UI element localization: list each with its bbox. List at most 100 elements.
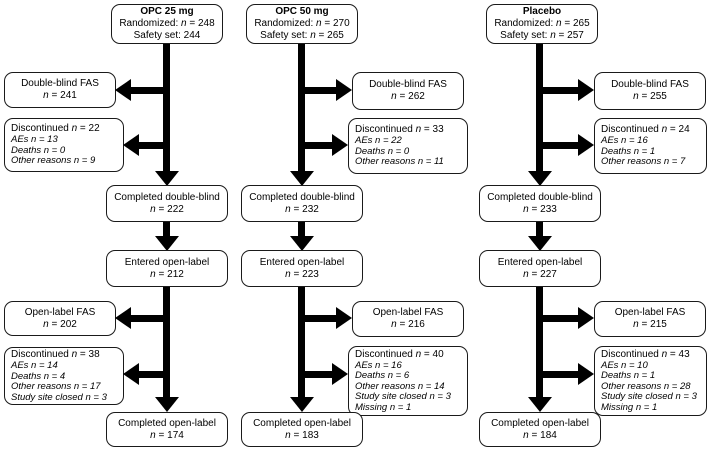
box-label: Entered open-label bbox=[259, 256, 345, 268]
box-n: n = 183 bbox=[285, 429, 319, 441]
flow-line-down bbox=[536, 44, 543, 171]
branch-arrow-shaft bbox=[540, 371, 578, 378]
discontinued-detail: Other reasons n = 9 bbox=[11, 155, 96, 167]
discontinued-detail: AEs n = 22 bbox=[355, 135, 402, 147]
discontinued-detail: AEs n = 14 bbox=[11, 360, 58, 371]
arm-box-placebo: Placebo Randomized: n = 265 Safety set: … bbox=[486, 4, 598, 44]
box-label: Completed double-blind bbox=[249, 191, 355, 203]
box-n: n = 222 bbox=[150, 203, 184, 215]
discontinued-detail: Study site closed n = 3 bbox=[601, 391, 697, 403]
branch-arrow-shaft bbox=[302, 87, 336, 94]
down-arrowhead bbox=[528, 397, 552, 412]
discontinued-detail: Other reasons n = 7 bbox=[601, 156, 686, 168]
branch-arrow-shaft bbox=[302, 371, 332, 378]
completed-open-label-box: Completed open-label n = 183 bbox=[241, 412, 363, 447]
box-label: Double-blind FAS bbox=[611, 79, 689, 90]
randomized-count: Randomized: n = 270 bbox=[254, 18, 350, 29]
flow-line-down bbox=[536, 222, 543, 236]
left-arrowhead bbox=[123, 363, 139, 385]
down-arrowhead bbox=[290, 236, 314, 251]
discontinued-title: Discontinued n = 24 bbox=[601, 124, 690, 136]
left-arrowhead bbox=[115, 79, 131, 101]
randomized-count: Randomized: n = 248 bbox=[119, 18, 215, 29]
discontinued-detail: AEs n = 16 bbox=[601, 135, 648, 147]
right-arrowhead bbox=[336, 79, 352, 101]
branch-arrow-shaft bbox=[131, 87, 167, 94]
discontinued-double-blind-box: Discontinued n = 24 AEs n = 16 Deaths n … bbox=[594, 118, 707, 174]
discontinued-detail: AEs n = 16 bbox=[355, 359, 402, 371]
double-blind-fas-box: Double-blind FAS n = 255 bbox=[594, 72, 706, 110]
box-n: n = 223 bbox=[285, 268, 319, 280]
right-arrowhead bbox=[332, 134, 348, 156]
box-n: n = 255 bbox=[633, 91, 667, 102]
double-blind-fas-box: Double-blind FAS n = 241 bbox=[4, 72, 116, 108]
flow-line-down bbox=[298, 287, 305, 398]
box-n: n = 184 bbox=[523, 429, 557, 441]
discontinued-detail: Deaths n = 0 bbox=[355, 145, 410, 157]
down-arrowhead bbox=[528, 171, 552, 186]
right-arrowhead bbox=[336, 307, 352, 329]
arm-title: Placebo bbox=[522, 6, 562, 17]
left-arrowhead bbox=[115, 307, 131, 329]
discontinued-detail: AEs n = 13 bbox=[11, 134, 58, 146]
branch-arrow-shaft bbox=[302, 142, 332, 149]
discontinued-detail: Deaths n = 1 bbox=[601, 370, 656, 382]
flow-line-down bbox=[536, 287, 543, 398]
arm-title: OPC 50 mg bbox=[275, 6, 329, 17]
right-arrowhead bbox=[578, 79, 594, 101]
discontinued-title: Discontinued n = 33 bbox=[355, 124, 444, 136]
down-arrowhead bbox=[155, 397, 179, 412]
discontinued-detail: Other reasons n = 14 bbox=[355, 380, 445, 392]
branch-arrow-shaft bbox=[139, 142, 167, 149]
right-arrowhead bbox=[578, 363, 594, 385]
box-n: n = 227 bbox=[523, 268, 557, 280]
box-n: n = 241 bbox=[43, 90, 77, 101]
arm-box-opc-50mg: OPC 50 mg Randomized: n = 270 Safety set… bbox=[246, 4, 358, 44]
discontinued-detail: Deaths n = 0 bbox=[11, 144, 66, 156]
double-blind-fas-box: Double-blind FAS n = 262 bbox=[352, 72, 464, 110]
box-label: Open-label FAS bbox=[372, 307, 444, 318]
discontinued-detail: Other reasons n = 11 bbox=[355, 156, 444, 168]
completed-double-blind-box: Completed double-blind n = 233 bbox=[479, 185, 601, 222]
discontinued-open-label-box: Discontinued n = 40 AEs n = 16 Deaths n … bbox=[348, 346, 468, 416]
box-n: n = 212 bbox=[150, 268, 184, 280]
discontinued-title: Discontinued n = 38 bbox=[11, 349, 100, 360]
discontinued-title: Discontinued n = 40 bbox=[355, 348, 444, 360]
down-arrowhead bbox=[290, 171, 314, 186]
open-label-fas-box: Open-label FAS n = 216 bbox=[352, 301, 464, 337]
branch-arrow-shaft bbox=[540, 142, 578, 149]
flow-line-down bbox=[298, 44, 305, 171]
box-label: Open-label FAS bbox=[614, 307, 686, 318]
safety-set-count: Safety set: n = 265 bbox=[260, 30, 344, 41]
branch-arrow-shaft bbox=[540, 315, 578, 322]
box-label: Entered open-label bbox=[124, 256, 210, 268]
completed-open-label-box: Completed open-label n = 184 bbox=[479, 412, 601, 447]
safety-set-count: Safety set: n = 257 bbox=[500, 30, 584, 41]
discontinued-open-label-box: Discontinued n = 43 AEs n = 10 Deaths n … bbox=[594, 346, 707, 416]
completed-open-label-box: Completed open-label n = 174 bbox=[106, 412, 228, 447]
discontinued-double-blind-box: Discontinued n = 33 AEs n = 22 Deaths n … bbox=[348, 118, 468, 174]
entered-open-label-box: Entered open-label n = 223 bbox=[241, 250, 363, 287]
discontinued-detail: Other reasons n = 28 bbox=[601, 380, 691, 392]
discontinued-detail: Deaths n = 6 bbox=[355, 370, 410, 382]
flow-line-down bbox=[163, 287, 170, 398]
box-n: n = 232 bbox=[285, 203, 319, 215]
flow-line-down bbox=[298, 222, 305, 236]
right-arrowhead bbox=[578, 307, 594, 329]
discontinued-double-blind-box: Discontinued n = 22 AEs n = 13 Deaths n … bbox=[4, 118, 124, 172]
entered-open-label-box: Entered open-label n = 212 bbox=[106, 250, 228, 287]
discontinued-detail: Deaths n = 4 bbox=[11, 370, 66, 382]
discontinued-detail: AEs n = 10 bbox=[601, 359, 648, 371]
box-label: Double-blind FAS bbox=[21, 78, 99, 89]
arm-title: OPC 25 mg bbox=[140, 6, 194, 17]
box-n: n = 174 bbox=[150, 429, 184, 441]
completed-double-blind-box: Completed double-blind n = 232 bbox=[241, 185, 363, 222]
safety-set-count: Safety set: 244 bbox=[133, 30, 201, 41]
down-arrowhead bbox=[155, 171, 179, 186]
box-label: Open-label FAS bbox=[24, 306, 96, 318]
branch-arrow-shaft bbox=[302, 315, 336, 322]
discontinued-detail: Other reasons n = 17 bbox=[11, 381, 101, 392]
flow-line-down bbox=[163, 44, 170, 171]
entered-open-label-box: Entered open-label n = 227 bbox=[479, 250, 601, 287]
branch-arrow-shaft bbox=[540, 87, 578, 94]
